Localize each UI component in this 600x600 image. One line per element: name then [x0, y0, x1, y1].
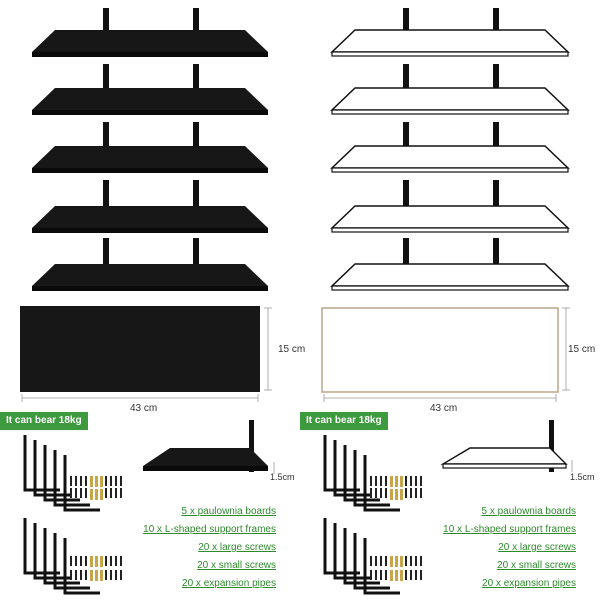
expansion-pipe-icon — [90, 476, 103, 581]
white-shelf — [330, 180, 570, 233]
black-shelf — [32, 180, 268, 233]
white-shelf-side-view — [440, 420, 573, 472]
capacity-badge: It can bear 18kg — [0, 412, 88, 430]
black-shelf — [32, 122, 268, 173]
contents-item: 5 x paulownia boards — [481, 506, 576, 517]
thickness-label: 1.5cm — [570, 472, 595, 482]
contents-item: 5 x paulownia boards — [181, 506, 276, 517]
contents-item: 10 x L-shaped support frames — [143, 524, 276, 535]
contents-item: 20 x large screws — [498, 542, 576, 553]
black-board-top-view — [20, 306, 272, 402]
white-shelf — [330, 8, 570, 57]
black-shelf — [32, 64, 268, 115]
white-board-top-view — [321, 307, 570, 402]
contents-item: 20 x expansion pipes — [482, 578, 576, 589]
contents-item: 20 x large screws — [198, 542, 276, 553]
bracket-icon — [323, 435, 400, 595]
width-dimension-label: 43 cm — [130, 403, 158, 414]
height-dimension-label: 15 cm — [278, 344, 306, 355]
white-shelf-stack — [330, 8, 570, 291]
height-dimension-label: 15 cm — [568, 344, 596, 355]
contents-item: 20 x expansion pipes — [182, 578, 276, 589]
screw-icon — [370, 476, 422, 580]
contents-item: 20 x small screws — [497, 560, 576, 571]
thickness-label: 1.5cm — [270, 472, 295, 482]
expansion-pipe-icon — [390, 476, 403, 581]
capacity-badge: It can bear 18kg — [300, 412, 388, 430]
white-shelf — [330, 64, 570, 115]
white-shelf — [330, 238, 570, 291]
black-shelf-stack — [32, 8, 268, 291]
black-shelf — [32, 238, 268, 291]
contents-item: 20 x small screws — [197, 560, 276, 571]
white-shelf — [330, 122, 570, 173]
bracket-icon — [23, 435, 100, 595]
black-shelf — [32, 8, 268, 57]
contents-item: 10 x L-shaped support frames — [443, 524, 576, 535]
screw-icon — [70, 476, 122, 580]
black-shelf-side-view — [143, 420, 275, 474]
width-dimension-label: 43 cm — [430, 403, 458, 414]
